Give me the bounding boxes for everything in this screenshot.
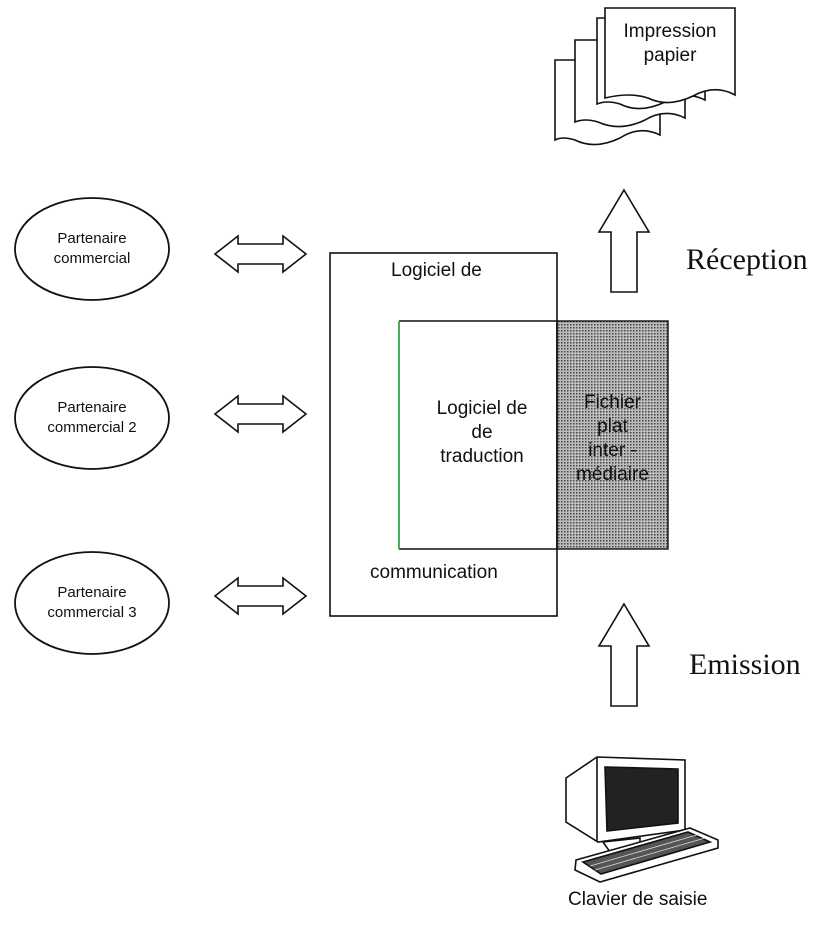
computer-keyboard-icon [565,756,719,883]
flat-file-label: Fichier plat inter - médiaire [560,391,665,487]
printout-label: Impression papier [606,20,734,68]
partner-2-label: Partenaire commercial 2 [22,398,162,438]
partner-3-ellipse [14,551,170,655]
partner-2-ellipse [14,366,170,470]
flat-file-line2: plat [597,416,628,437]
partner-1-ellipse [14,197,170,301]
up-arrow-emission-icon [597,602,651,707]
reception-label: Réception [686,243,808,276]
partner-2-line1: Partenaire [57,399,127,416]
double-arrow-icon-2 [213,394,308,434]
translation-line1: Logiciel de [436,398,528,419]
flat-file-line3: inter - [588,440,637,461]
partner-3-line2: commercial 3 [47,604,137,621]
printout-line2: papier [643,45,697,66]
partner-1-line1: Partenaire [57,230,127,247]
emission-label: Emission [689,648,801,681]
translation-line3: traduction [440,446,524,467]
partner-2-line2: commercial 2 [47,419,137,436]
double-arrow-icon-1 [213,234,308,274]
comm-software-top-label: Logiciel de [391,260,482,281]
flat-file-line1: Fichier [583,392,641,413]
printout-icon [554,7,736,146]
keyboard-label: Clavier de saisie [568,889,708,910]
printout-line1: Impression [623,21,717,42]
partner-1-label: Partenaire commercial [22,229,162,269]
double-arrow-icon-3 [213,576,308,616]
translation-software-label: Logiciel de de traduction [409,397,555,469]
flat-file-line4: médiaire [576,464,649,485]
flat-file-box [556,320,669,550]
partner-1-line2: commercial [53,250,131,267]
translation-line2: de [471,422,493,443]
comm-software-bottom-label: communication [370,562,498,583]
partner-3-line1: Partenaire [57,584,127,601]
up-arrow-reception-icon [597,188,651,293]
partner-3-label: Partenaire commercial 3 [22,583,162,623]
